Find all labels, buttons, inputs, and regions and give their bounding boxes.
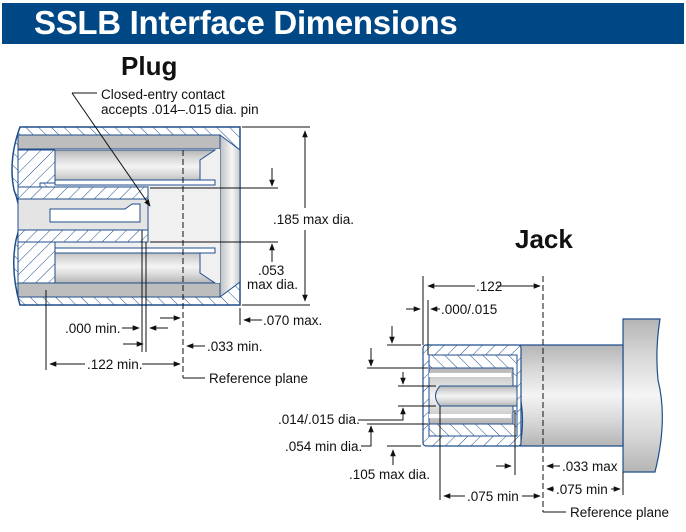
plug-contact-note-line1: Closed-entry contact xyxy=(101,87,225,102)
jack-dim-pin-length: .075 min xyxy=(467,489,519,504)
plug-contact-note-line2: accepts .014–.015 dia. pin xyxy=(101,102,259,117)
plug-dim-ref-offset: .033 min. xyxy=(207,339,263,354)
jack-body xyxy=(517,344,624,447)
plug-drawing xyxy=(11,92,310,379)
jack-drawing xyxy=(358,276,663,513)
jack-dim-recess: .000/.015 xyxy=(441,302,497,317)
plug-dim-inner-dia-line2: max dia. xyxy=(247,277,298,292)
plug-title: Plug xyxy=(121,51,178,81)
jack-dim-length: .122 xyxy=(476,279,502,294)
jack-dim-pin-dia: .014/.015 dia. xyxy=(278,412,360,427)
jack-dim-outer-dia: .105 max dia. xyxy=(349,467,430,482)
jack-center-pin xyxy=(435,385,518,407)
page-title: SSLB Interface Dimensions xyxy=(34,4,458,41)
jack-title: Jack xyxy=(515,224,573,254)
jack-reference-label: Reference plane xyxy=(570,505,669,520)
plug-dim-inner-dia-line1: .053 xyxy=(258,263,284,278)
plug-dim-face-offset: .070 max. xyxy=(263,313,322,328)
jack-flange xyxy=(622,318,663,473)
jack-dim-ref-to-flange: .075 min xyxy=(556,482,608,497)
plug-reference-label: Reference plane xyxy=(209,371,308,386)
jack-dim-ref-offset: .033 max xyxy=(562,459,618,474)
header-banner: SSLB Interface Dimensions xyxy=(2,3,684,44)
plug-dim-contact-recess: .000 min. xyxy=(65,321,121,336)
plug-dim-outer-dia: .185 max dia. xyxy=(273,212,354,227)
plug-dim-length: .122 min. xyxy=(87,357,143,372)
jack-dim-inner-dia: .054 min dia. xyxy=(285,439,362,454)
